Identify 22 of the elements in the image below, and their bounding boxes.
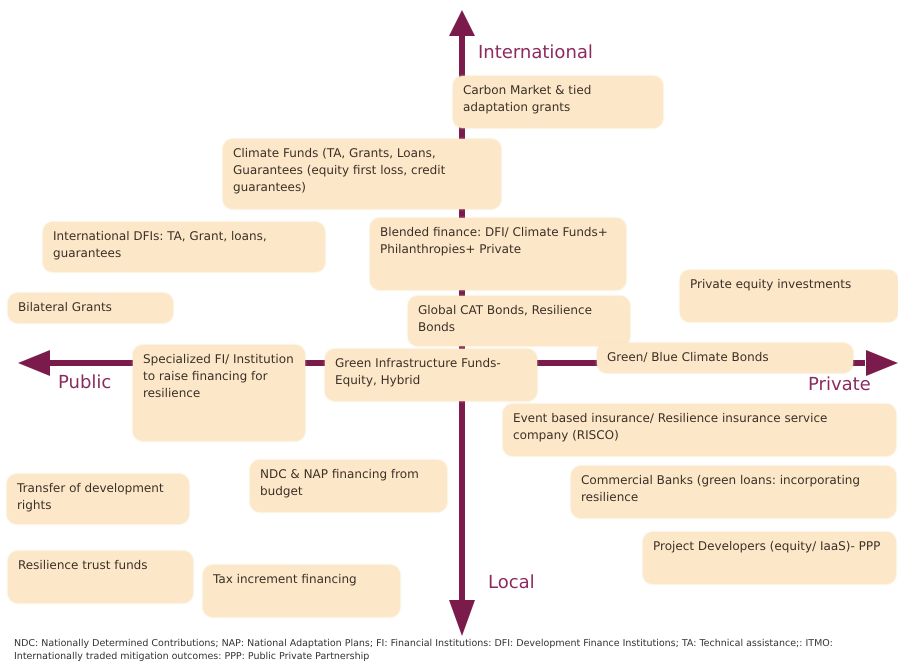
axis-label: International xyxy=(478,42,593,63)
finance-option-box: Blended finance: DFI/ Climate Funds+ Philanthropies+ Private xyxy=(370,218,626,290)
finance-option-box: Tax increment financing xyxy=(203,565,400,617)
finance-option-box: Resilience trust funds xyxy=(8,551,193,603)
finance-option-box: Project Developers (equity/ IaaS)- PPP xyxy=(643,532,896,584)
finance-option-box: Event based insurance/ Resilience insurance service company (RISCO) xyxy=(503,404,896,456)
finance-option-box: Specialized FI/ Institution to raise financing for resilience xyxy=(133,345,305,441)
finance-option-box: NDC & NAP financing from budget xyxy=(250,460,447,512)
finance-option-box: Climate Funds (TA, Grants, Loans, Guarantees (equity first loss, credit guarantees) xyxy=(223,139,501,209)
finance-option-box: Commercial Banks (green loans: incorporating resilience xyxy=(571,466,896,518)
axis-label: Local xyxy=(488,572,535,593)
finance-option-box: Green/ Blue Climate Bonds xyxy=(597,343,853,373)
axis-label: Private xyxy=(808,374,871,395)
finance-option-box: Green Infrastructure Funds- Equity, Hybrid xyxy=(325,349,537,401)
footnote: NDC: Nationally Determined Contributions; NAP: National Adaptation Plans; FI: Financial Institutions: DFI: Development Finance Institutions; TA: Technical assistance;: ITMO: Internationally traded mitigation outcomes: PPP: Public Private Partnership xyxy=(14,637,834,663)
finance-option-box: Private equity investments xyxy=(680,270,898,322)
finance-option-box: Transfer of development rights xyxy=(7,474,189,524)
finance-option-box: Global CAT Bonds, Resilience Bonds xyxy=(408,296,630,346)
finance-option-box: Carbon Market & tied adaptation grants xyxy=(453,76,663,128)
finance-option-box: International DFIs: TA, Grant, loans, guarantees xyxy=(43,222,325,272)
finance-option-box: Bilateral Grants xyxy=(8,293,173,323)
axis-label: Public xyxy=(58,372,112,393)
